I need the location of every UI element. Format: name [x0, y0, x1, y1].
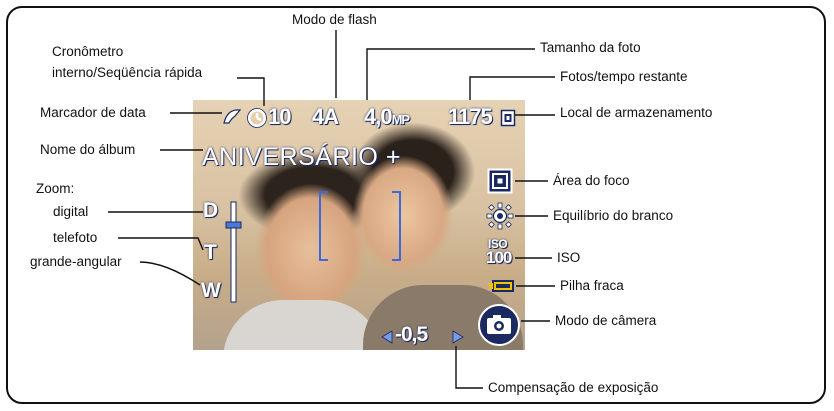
callout-self-timer-line1: Cronômetro — [52, 44, 124, 59]
callout-white-balance: Equilíbrio do branco — [553, 208, 674, 223]
callout-date-stamp: Marcador de data — [40, 105, 146, 120]
iso-icon-label: ISO — [488, 237, 508, 251]
callout-album-name: Nome do álbum — [40, 142, 136, 157]
callout-storage-location: Local de armazenamento — [560, 105, 713, 120]
pictures-remaining: 1175 — [448, 104, 493, 129]
picture-size-number: 4,0 — [364, 104, 393, 129]
camera-mode-icon — [478, 304, 520, 346]
self-timer-icon — [247, 108, 267, 128]
callout-zoom-telephoto: telefoto — [53, 230, 98, 245]
iso-icon-value: 100 — [486, 248, 512, 267]
callout-zoom-wide: grande-angular — [30, 254, 122, 269]
picture-size-unit: MP — [391, 112, 410, 127]
zoom-mark-telephoto: T — [204, 241, 217, 264]
callout-zoom-title: Zoom: — [36, 181, 75, 196]
album-name: ANIVERSÁRIO + — [202, 143, 401, 171]
callout-flash-mode: Modo de flash — [292, 12, 377, 27]
callout-camera-mode: Modo de câmera — [555, 313, 657, 328]
callout-picture-size: Tamanho da foto — [540, 40, 641, 55]
flash-mode-indicator: 4A — [312, 104, 339, 129]
callout-focus-area: Área do foco — [553, 173, 630, 188]
focus-brackets — [319, 191, 401, 261]
zoom-mark-digital: D — [203, 199, 219, 222]
picture-size-value: 4,0MP — [364, 104, 410, 130]
date-stamp-icon — [223, 109, 242, 124]
focus-area-icon — [487, 168, 513, 194]
low-battery-icon — [489, 280, 514, 292]
zoom-mark-wide: W — [201, 279, 221, 302]
exposure-value: -0,5 — [395, 323, 428, 346]
callout-exposure-compensation: Compensação de exposição — [488, 380, 659, 395]
callout-iso: ISO — [557, 250, 581, 265]
burst-count: 10 — [268, 104, 292, 129]
internal-memory-icon — [500, 109, 516, 127]
zoom-bar — [225, 201, 242, 303]
callout-low-battery: Pilha fraca — [560, 278, 624, 293]
white-balance-icon — [486, 202, 514, 230]
exposure-right-arrow-icon — [452, 330, 464, 344]
callout-self-timer-line2: interno/Seqüência rápida — [52, 65, 203, 80]
diagram-frame — [6, 6, 826, 404]
callout-pictures-remaining: Fotos/tempo restante — [560, 69, 688, 84]
callout-zoom-digital: digital — [53, 204, 89, 219]
exposure-left-arrow-icon — [381, 330, 393, 344]
